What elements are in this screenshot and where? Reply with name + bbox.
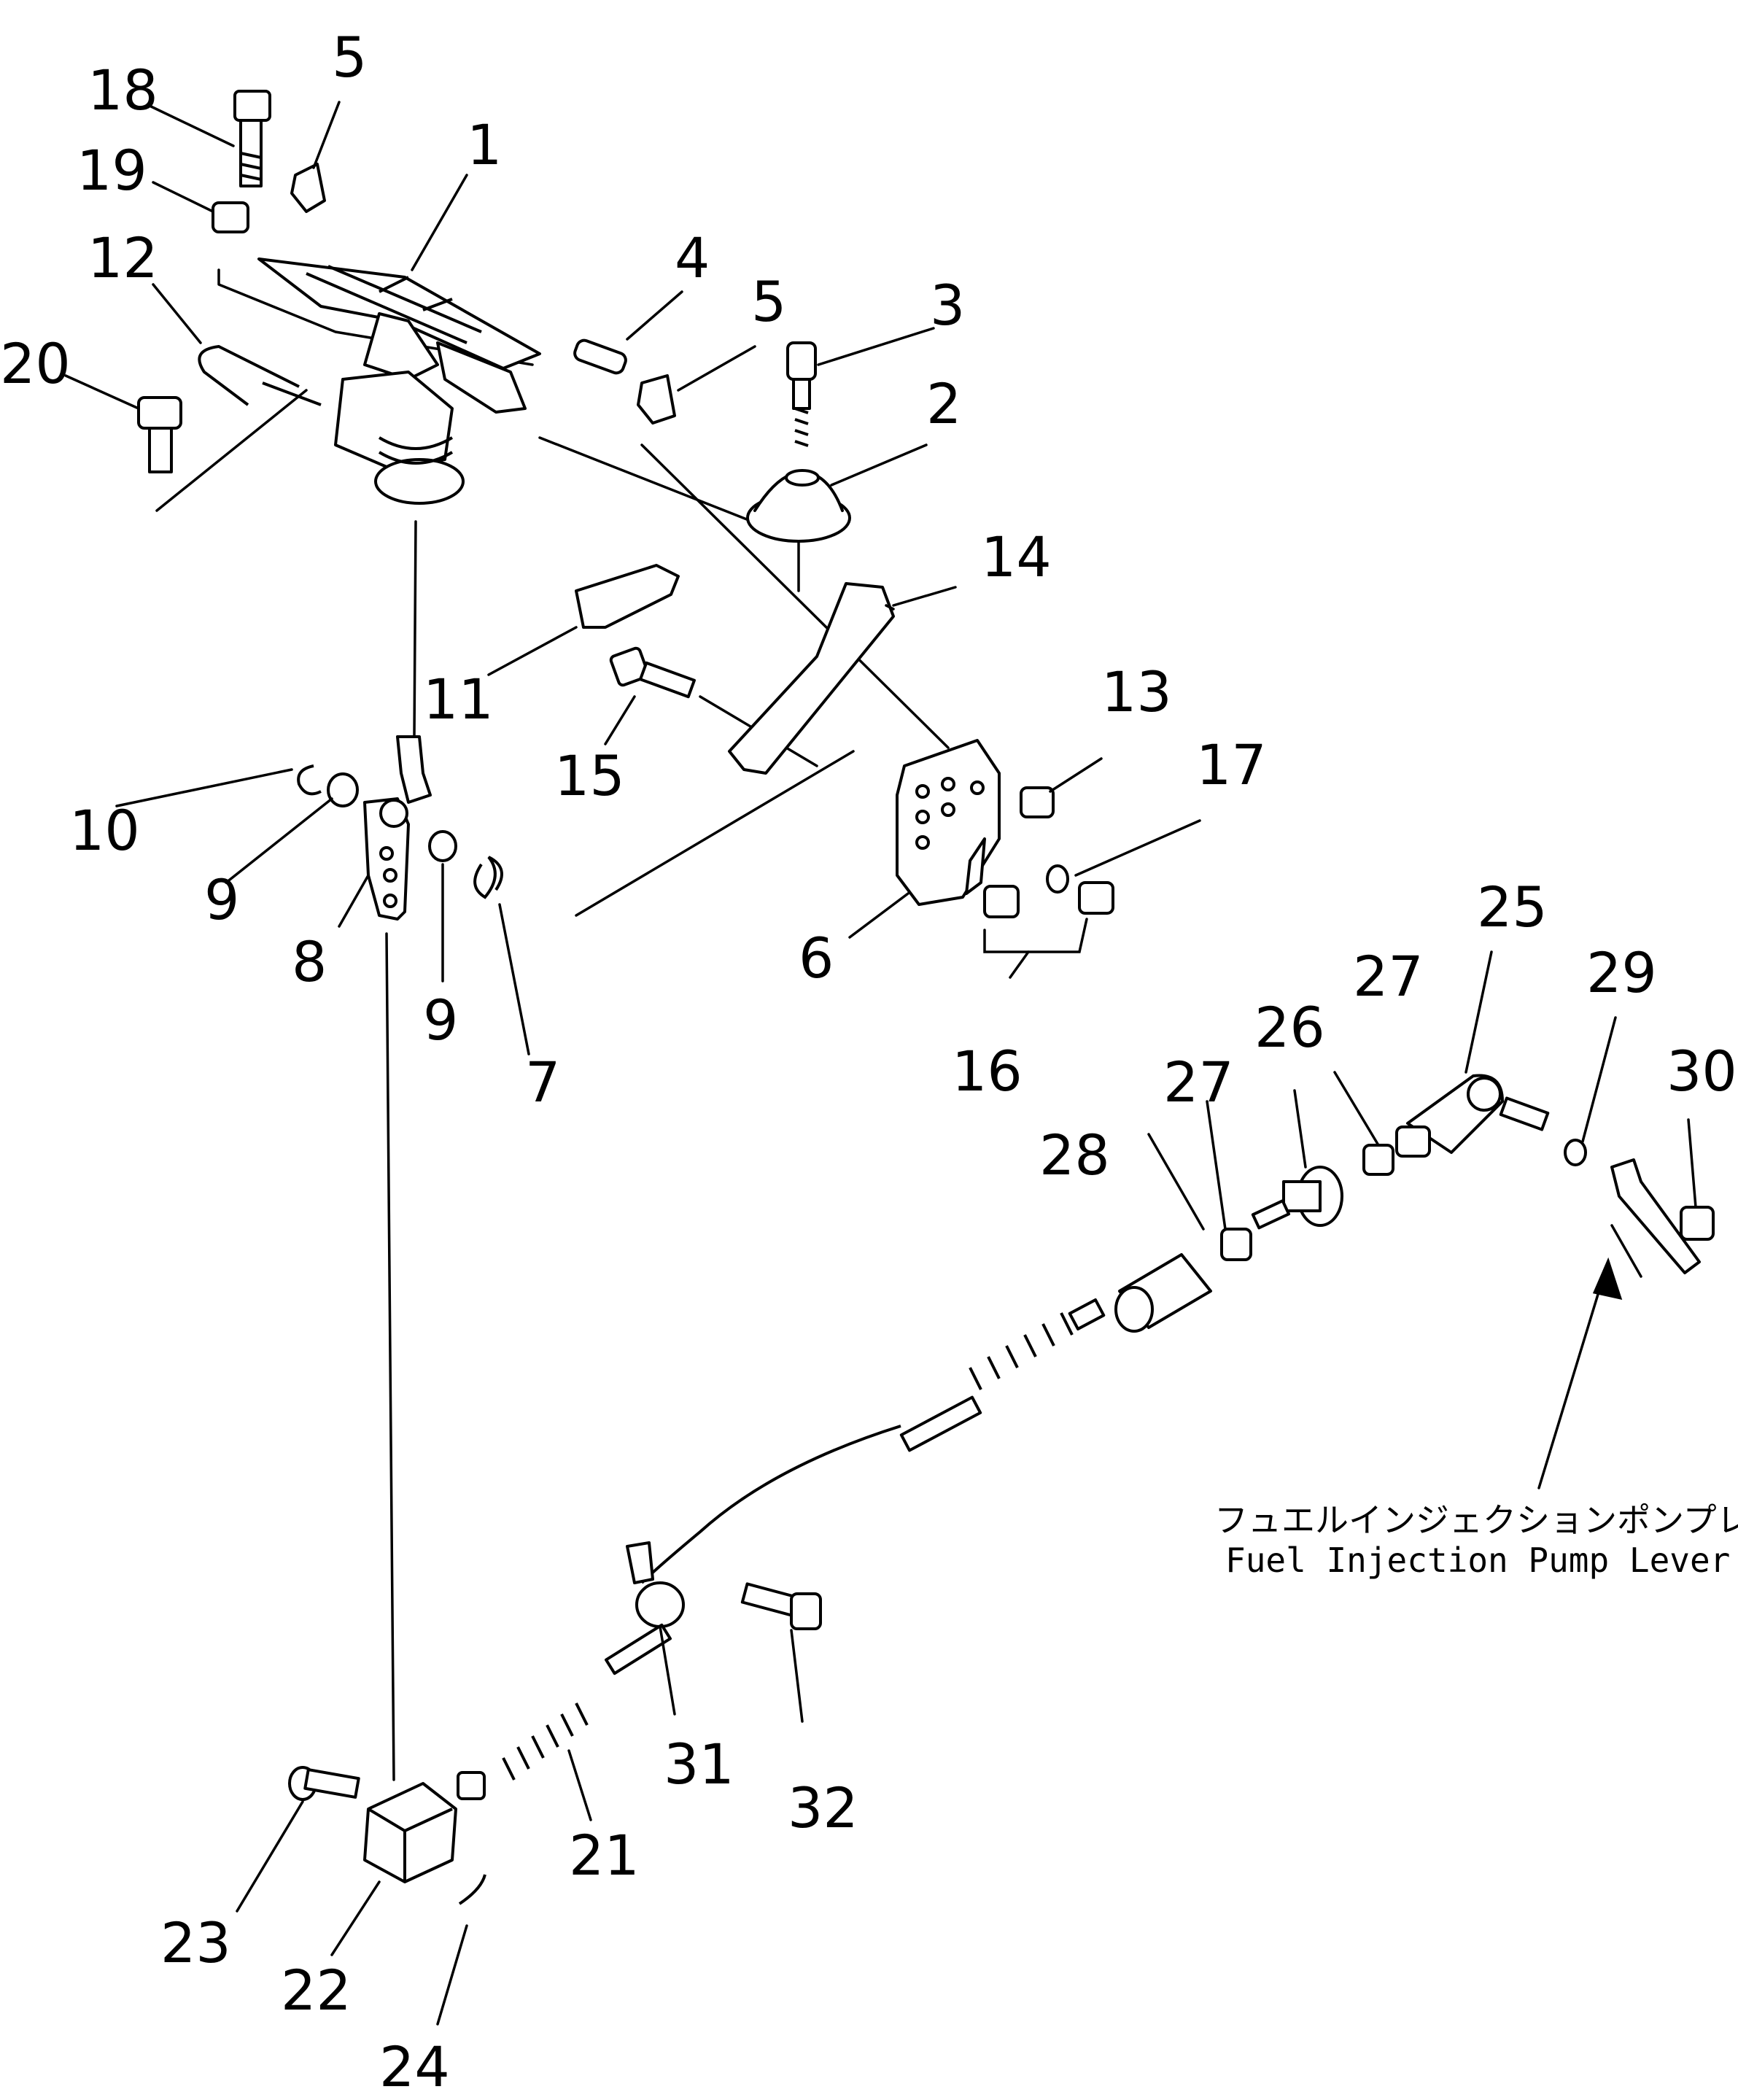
bushing-9a	[327, 772, 359, 807]
callout-13: 13	[1101, 659, 1172, 724]
callout-1: 1	[467, 112, 502, 177]
callout-9b: 9	[423, 988, 458, 1053]
callout-11: 11	[423, 667, 494, 732]
leader-lines	[64, 101, 1697, 2026]
bushing-9b	[428, 830, 457, 862]
clip-upper	[290, 163, 326, 213]
callout-14: 14	[981, 524, 1052, 589]
callout-19: 19	[77, 138, 147, 203]
clevis-pin	[288, 1766, 360, 1801]
callout-29: 29	[1586, 940, 1657, 1005]
callout-8: 8	[292, 929, 327, 994]
pump-lever-annotation: フュエルインジェクションポンプレバー Fuel Injection Pump L…	[1214, 1500, 1738, 1580]
damper-26	[1251, 1166, 1343, 1230]
nut-16a	[983, 885, 1020, 918]
callout-31: 31	[664, 1732, 734, 1797]
spring-7	[473, 856, 503, 899]
annotation-japanese: フュエルインジェクションポンプレバー	[1214, 1500, 1738, 1540]
callout-7: 7	[525, 1050, 560, 1115]
pedal-rod	[786, 341, 817, 447]
rod-end	[1395, 1074, 1550, 1158]
nut-30	[1680, 1206, 1715, 1241]
sleeve-28	[1114, 1253, 1212, 1333]
nut-19	[212, 201, 249, 233]
clevis-block	[363, 1782, 457, 1883]
callout-numbers: 1 2 3 4 5 5 6 7 8 9 9 10 11 12 13 14 15 …	[0, 25, 1737, 2099]
callout-12: 12	[88, 225, 158, 290]
rubber-boot	[746, 469, 851, 543]
callout-28: 28	[1039, 1123, 1110, 1187]
bolt-15	[609, 646, 696, 699]
callout-3: 3	[930, 273, 965, 338]
bracket-11	[575, 564, 680, 629]
callout-25: 25	[1477, 875, 1548, 939]
nut-16b	[1078, 881, 1114, 915]
callout-6: 6	[799, 926, 834, 991]
callout-2: 2	[926, 371, 961, 436]
washer-17	[1046, 864, 1069, 894]
clip-lower	[637, 374, 676, 425]
assembly-lines	[155, 268, 1642, 1781]
bracket-14	[728, 582, 895, 775]
lever-8	[363, 735, 432, 921]
callout-21: 21	[569, 1823, 640, 1888]
bracket-plate	[896, 739, 1001, 906]
nut-13	[1020, 786, 1055, 818]
pump-lever	[1610, 1158, 1701, 1274]
callout-24: 24	[379, 2034, 450, 2099]
callout-32: 32	[788, 1775, 858, 1840]
cable-upper-end	[899, 1298, 1106, 1452]
nut-27b	[1220, 1228, 1252, 1261]
u-bolt	[198, 344, 322, 406]
callout-9a: 9	[204, 867, 239, 932]
e-clip	[297, 764, 322, 796]
callout-22: 22	[281, 1958, 352, 2023]
callout-23: 23	[160, 1910, 231, 1975]
bolt-20	[137, 396, 182, 473]
cable-clamp	[626, 1541, 685, 1628]
callout-16: 16	[952, 1039, 1023, 1104]
annotation-english: Fuel Injection Pump Lever	[1225, 1541, 1730, 1580]
callout-30: 30	[1667, 1039, 1737, 1104]
cotter-pin	[458, 1874, 486, 1905]
callout-17: 17	[1196, 732, 1267, 797]
washer-29	[1564, 1139, 1587, 1166]
callout-20: 20	[0, 331, 71, 396]
cable-lower-end	[457, 1623, 672, 1800]
control-cable	[640, 1425, 901, 1584]
callout-10: 10	[69, 798, 140, 863]
pedal-base	[334, 371, 465, 505]
bolt-32	[740, 1582, 822, 1630]
callout-4: 4	[675, 225, 710, 290]
accelerator-pedal	[257, 257, 541, 414]
callout-27a: 27	[1163, 1050, 1234, 1115]
callout-15: 15	[554, 743, 625, 808]
bolt-18	[233, 90, 271, 187]
callout-5a: 5	[332, 25, 367, 90]
callout-26: 26	[1254, 995, 1325, 1060]
callout-18: 18	[88, 58, 158, 123]
callout-5b: 5	[751, 269, 786, 334]
callout-27b: 27	[1353, 944, 1424, 1009]
pin	[573, 338, 627, 375]
nut-27a	[1362, 1144, 1394, 1176]
annotation-arrow	[1537, 1257, 1623, 1489]
